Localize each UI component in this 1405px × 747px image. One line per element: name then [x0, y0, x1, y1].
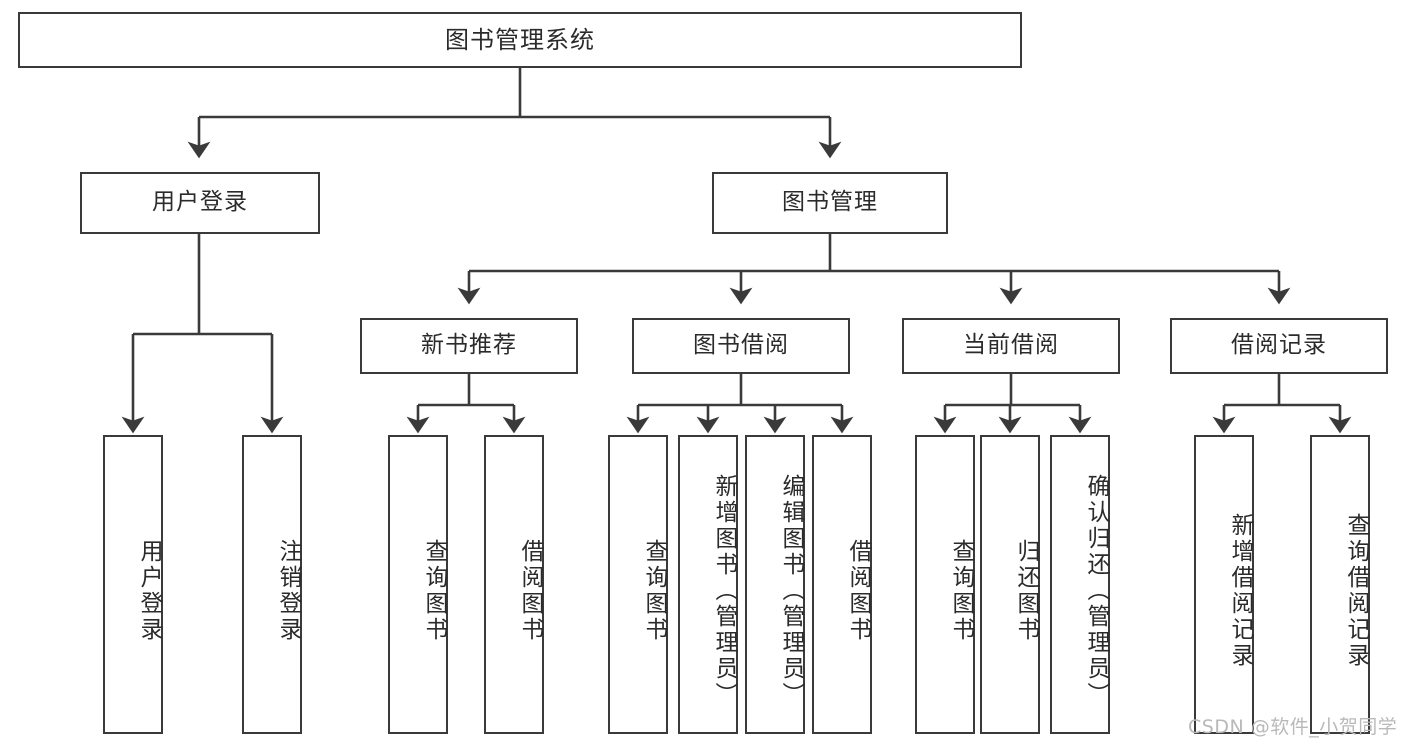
leaf-node-query-book-recommendation[interactable]: 查询图书: [388, 435, 448, 734]
leaf-node-add-borrow-record[interactable]: 新增借阅记录: [1194, 435, 1254, 734]
leaf-node-confirm-return-admin[interactable]: 确认归还（管理员）: [1050, 435, 1110, 734]
leaf-node-edit-book-admin[interactable]: 编辑图书（管理员）: [745, 435, 805, 734]
node-book-management[interactable]: 图书管理: [712, 172, 948, 234]
node-user-login[interactable]: 用户登录: [80, 172, 320, 234]
leaf-node-query-book-borrowing[interactable]: 查询图书: [608, 435, 668, 734]
leaf-node-borrow-book-recommendation[interactable]: 借阅图书: [484, 435, 544, 734]
node-new-book-recommendation[interactable]: 新书推荐: [360, 318, 578, 374]
leaf-node-query-borrow-record[interactable]: 查询借阅记录: [1310, 435, 1370, 734]
leaf-node-borrow-book-borrowing[interactable]: 借阅图书: [812, 435, 872, 734]
node-borrow-records[interactable]: 借阅记录: [1170, 318, 1388, 374]
node-root-book-management-system[interactable]: 图书管理系统: [18, 12, 1022, 68]
leaf-node-query-book-current[interactable]: 查询图书: [915, 435, 975, 734]
node-current-borrowing[interactable]: 当前借阅: [902, 318, 1120, 374]
csdn-watermark: CSDN @软件_小贺同学: [1188, 716, 1398, 738]
node-book-borrowing[interactable]: 图书借阅: [632, 318, 850, 374]
leaf-node-user-login[interactable]: 用户登录: [103, 435, 163, 734]
leaf-node-logout[interactable]: 注销登录: [242, 435, 302, 734]
leaf-node-return-book[interactable]: 归还图书: [980, 435, 1040, 734]
leaf-node-add-book-admin[interactable]: 新增图书（管理员）: [678, 435, 738, 734]
